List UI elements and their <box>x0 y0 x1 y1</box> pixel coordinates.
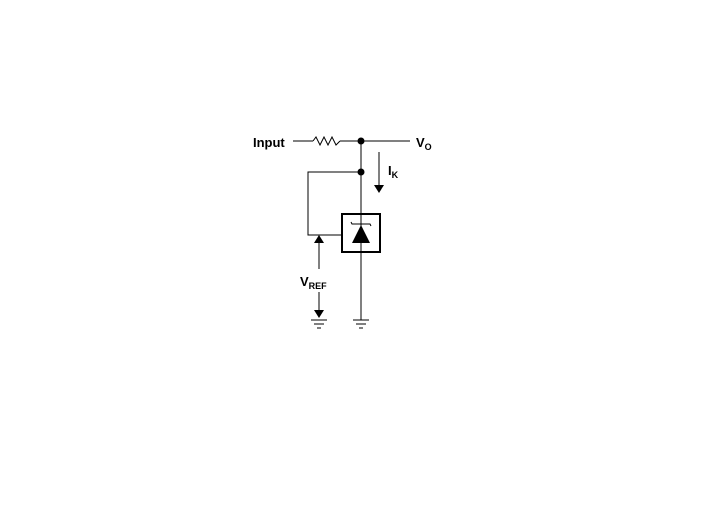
ground-symbol-right <box>353 319 369 329</box>
ground-symbol-left <box>311 319 327 329</box>
input-label: Input <box>253 135 285 150</box>
vref-arrow-down-head <box>314 310 324 318</box>
vo-label: VO <box>416 135 432 152</box>
ik-arrow-head <box>374 185 384 193</box>
vref-label: VREF <box>300 274 327 291</box>
resistor-symbol <box>312 135 341 147</box>
vref-arrow-up-head <box>314 235 324 243</box>
reference-feedback-wire <box>307 171 361 236</box>
ik-label: IK <box>388 163 399 180</box>
